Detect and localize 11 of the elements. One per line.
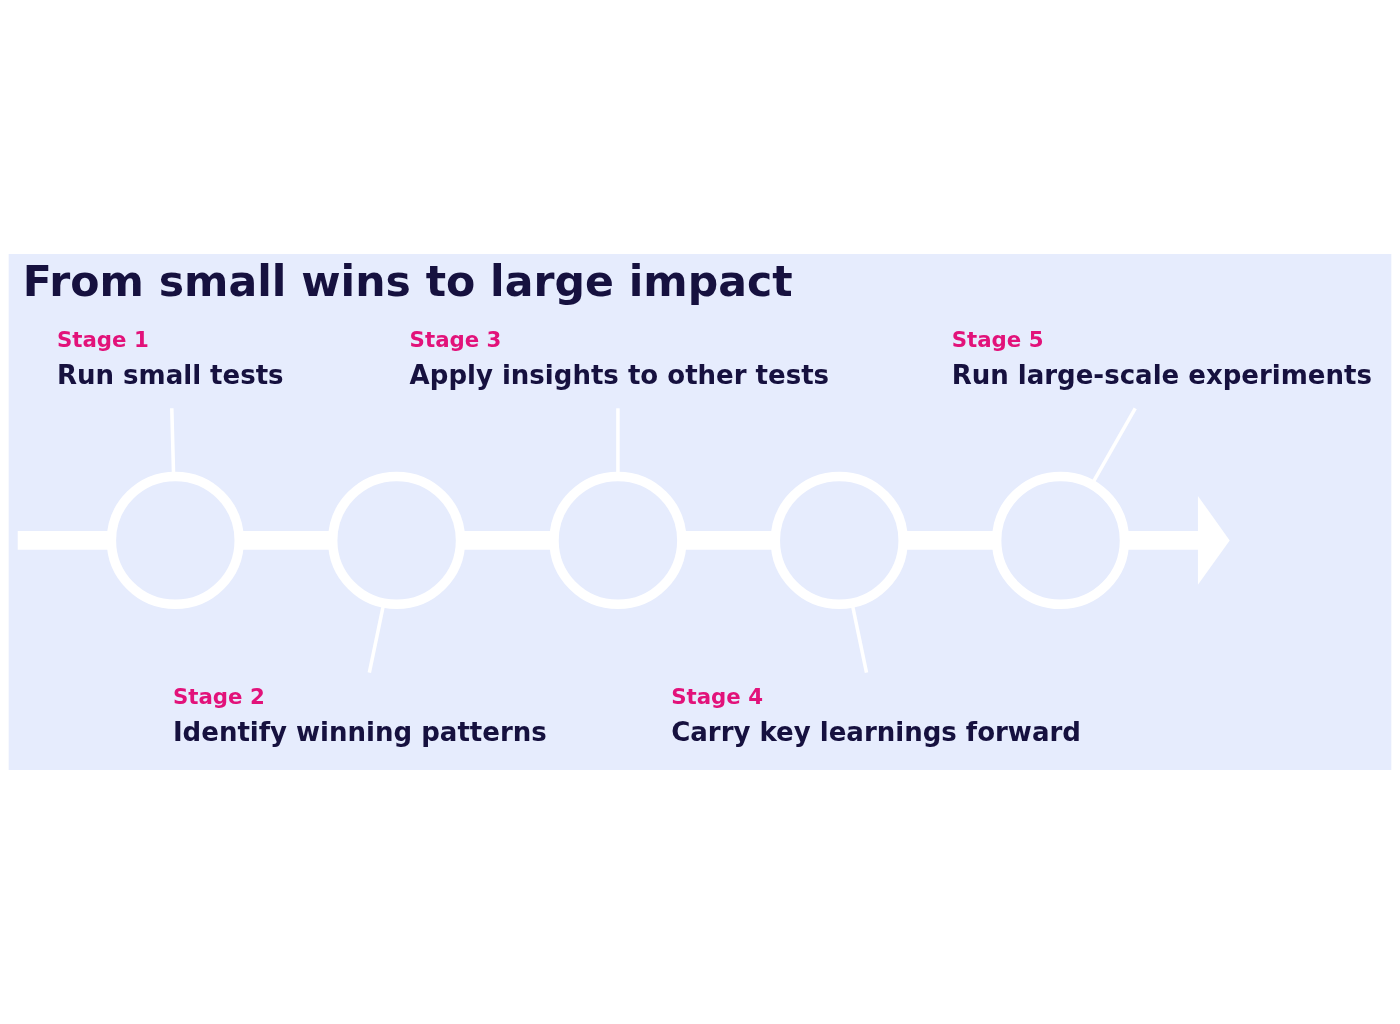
diagram-title: From small wins to large impact	[22, 256, 793, 307]
node-circle	[991, 471, 1130, 610]
node-text: Stage 2 Identify winning patterns	[172, 684, 547, 748]
node-text: Stage 3 Apply insights to other tests	[409, 326, 830, 390]
node-circle	[770, 471, 908, 610]
node-circle	[327, 471, 466, 610]
node-circle	[549, 471, 687, 610]
node-text: Stage 1 Run small tests	[56, 326, 284, 390]
node-text: Stage 4 Carry key learnings forward	[671, 684, 1081, 748]
node-text: Stage 5 Run large-scale experiments	[951, 326, 1372, 390]
node-circle	[106, 471, 244, 610]
